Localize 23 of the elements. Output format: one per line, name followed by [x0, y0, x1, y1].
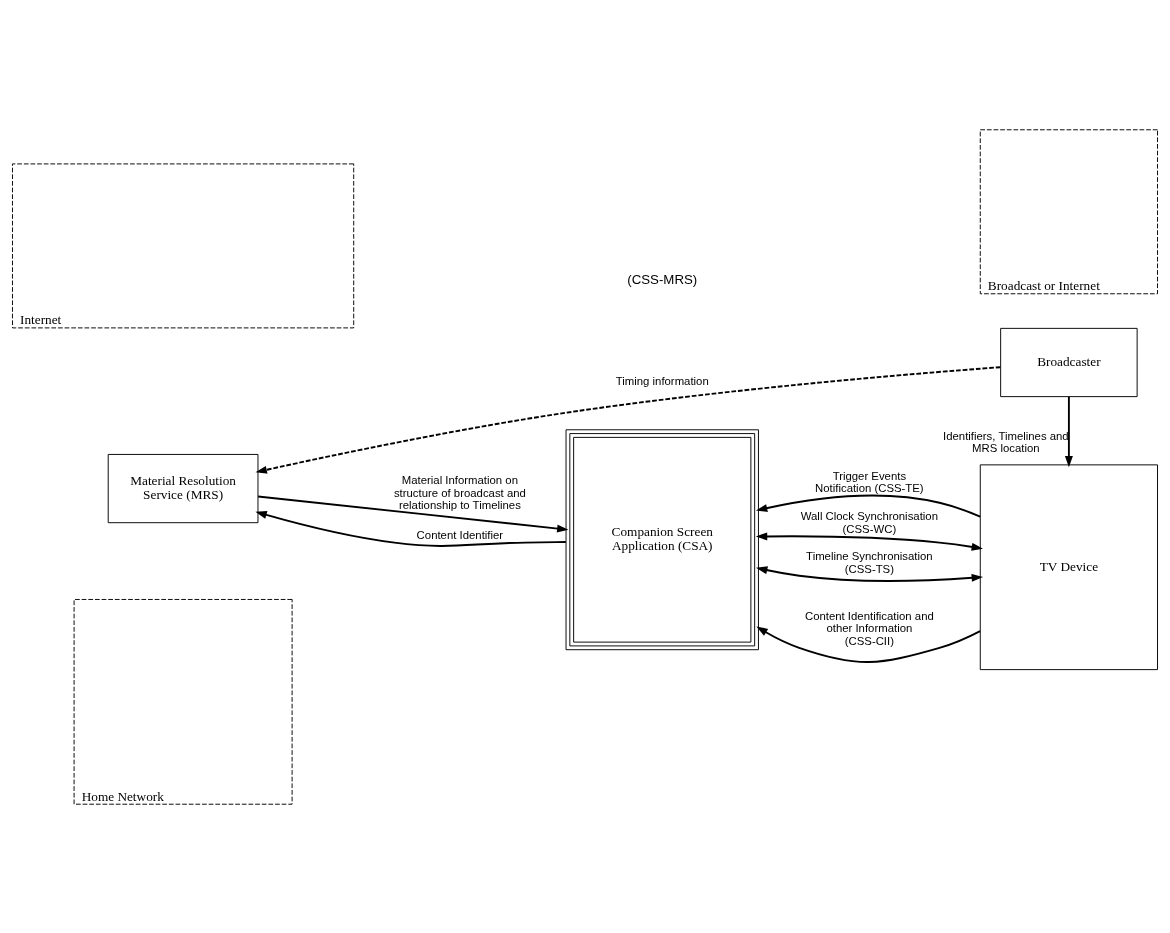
arrow [756, 625, 982, 663]
node-box: TV Device [979, 463, 1158, 670]
arrow [756, 565, 984, 582]
node-box: Material Resolution Service (MRS) [107, 453, 259, 523]
arrow [755, 531, 983, 551]
arrow [1064, 395, 1073, 467]
label: (CSS-MRS) [627, 271, 698, 287]
edge-label: Identifiers, Timelines and MRS location [943, 429, 1069, 454]
edge-label: Material Information on structure of broadcast and relationship to Timelines [393, 473, 526, 511]
node-box: Internet [12, 162, 355, 328]
arrow [755, 494, 982, 518]
edge-label: Content Identification and other Information (CSS-CII) [804, 609, 934, 647]
edge-label: Content Identifier [416, 528, 504, 541]
edge-label: Wall Clock Synchronisation (CSS-WC) [800, 509, 938, 535]
arrow [255, 365, 1002, 474]
edge-label: Timeline Synchronisation (CSS-TS) [806, 549, 933, 575]
node-box: Broadcaster [1000, 327, 1138, 397]
arrow [257, 495, 569, 533]
node-box: Broadcast or Internet [979, 128, 1158, 294]
arrow [255, 510, 567, 547]
edge-label: Timing information [615, 374, 709, 387]
node-box: Home Network [73, 598, 293, 805]
edge-label: Trigger Events Notification (CSS-TE) [815, 469, 924, 494]
